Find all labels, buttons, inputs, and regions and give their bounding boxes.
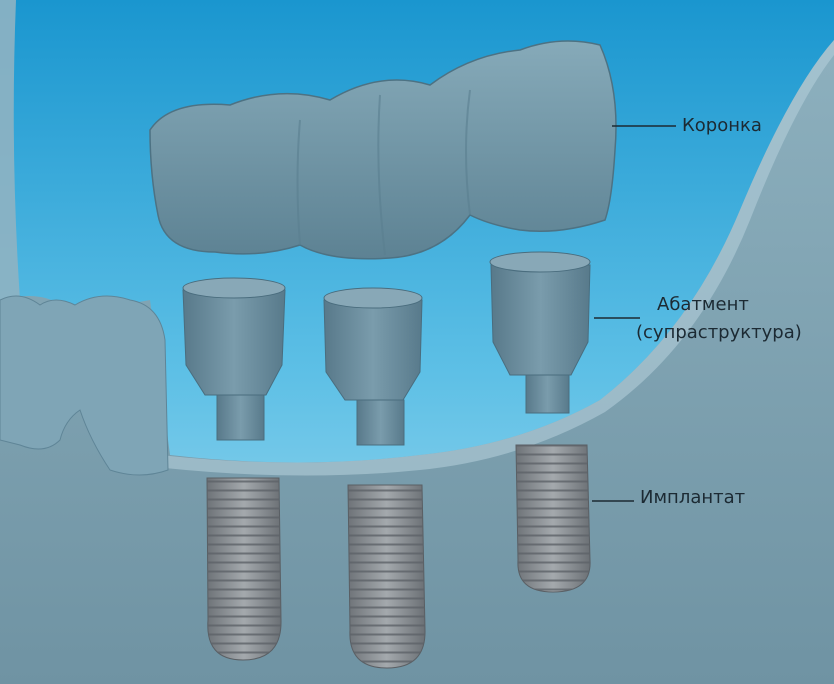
implant-left [207, 478, 281, 660]
implant-middle [348, 485, 425, 668]
implant-label: Имплантат [640, 486, 745, 510]
abutment-sublabel: (супраструктура) [636, 321, 802, 345]
crown-label: Коронка [682, 114, 762, 138]
abutment-label: Абатмент [657, 293, 749, 317]
implant-right [516, 445, 590, 592]
